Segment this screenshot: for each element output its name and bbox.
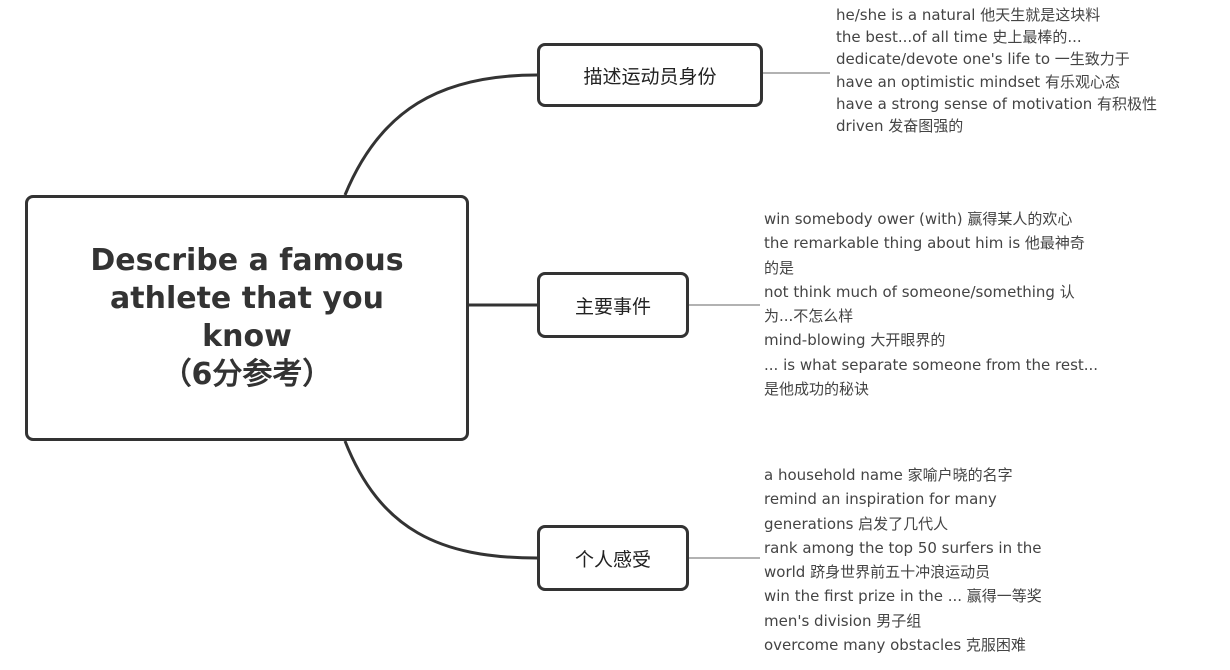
feelings-notes: a household name 家喻户晓的名字 remind an inspi… xyxy=(764,463,1042,657)
branch-feelings[interactable]: 个人感受 xyxy=(537,525,689,591)
central-line: （6分参考） xyxy=(161,357,333,392)
central-line: athlete that you xyxy=(110,281,384,316)
central-line: Describe a famous xyxy=(90,243,404,278)
note-line: men's division 男子组 xyxy=(764,611,922,630)
branch-label: 描述运动员身份 xyxy=(583,65,717,88)
branch-events[interactable]: 主要事件 xyxy=(537,272,689,338)
note-line: ... is what separate someone from the re… xyxy=(764,355,1099,374)
note-line: win the first prize in the ... 赢得一等奖 xyxy=(764,587,1042,606)
note-line: generations 启发了几代人 xyxy=(764,514,949,533)
note-line: overcome many obstacles 克服困难 xyxy=(764,636,1026,655)
identity-notes: he/she is a natural 他天生就是这块料 the best...… xyxy=(836,4,1157,137)
note-line: rank among the top 50 surfers in the xyxy=(764,538,1042,557)
central-topic[interactable]: Describe a famous athlete that you know … xyxy=(25,195,469,441)
note-line: 的是 xyxy=(764,258,795,277)
note-line: the best...of all time 史上最棒的... xyxy=(836,28,1082,47)
note-line: have a strong sense of motivation 有积极性 xyxy=(836,94,1158,113)
note-line: not think much of someone/something 认 xyxy=(764,282,1075,301)
note-line: 是他成功的秘诀 xyxy=(764,380,870,399)
branch-label: 主要事件 xyxy=(574,295,651,318)
branch-identity[interactable]: 描述运动员身份 xyxy=(537,43,763,107)
note-line: have an optimistic mindset 有乐观心态 xyxy=(836,72,1120,91)
branch-label: 个人感受 xyxy=(574,548,651,571)
link-central-to-identity xyxy=(343,73,538,196)
note-line: he/she is a natural 他天生就是这块料 xyxy=(836,6,1101,24)
note-line: world 跻身世界前五十冲浪运动员 xyxy=(764,563,991,582)
note-line: remind an inspiration for many xyxy=(764,490,997,509)
note-line: driven 发奋图强的 xyxy=(836,116,964,135)
note-line: 为...不怎么样 xyxy=(764,307,854,326)
link-central-to-feelings xyxy=(343,440,538,560)
note-line: the remarkable thing about him is 他最神奇 xyxy=(764,234,1085,253)
events-notes: win somebody ower (with) 赢得某人的欢心 the rem… xyxy=(764,207,1098,401)
note-line: mind-blowing 大开眼界的 xyxy=(764,331,946,350)
note-line: win somebody ower (with) 赢得某人的欢心 xyxy=(764,210,1073,228)
central-line: know xyxy=(202,319,292,354)
note-line: a household name 家喻户晓的名字 xyxy=(764,466,1013,484)
note-line: dedicate/devote one's life to 一生致力于 xyxy=(836,50,1130,69)
